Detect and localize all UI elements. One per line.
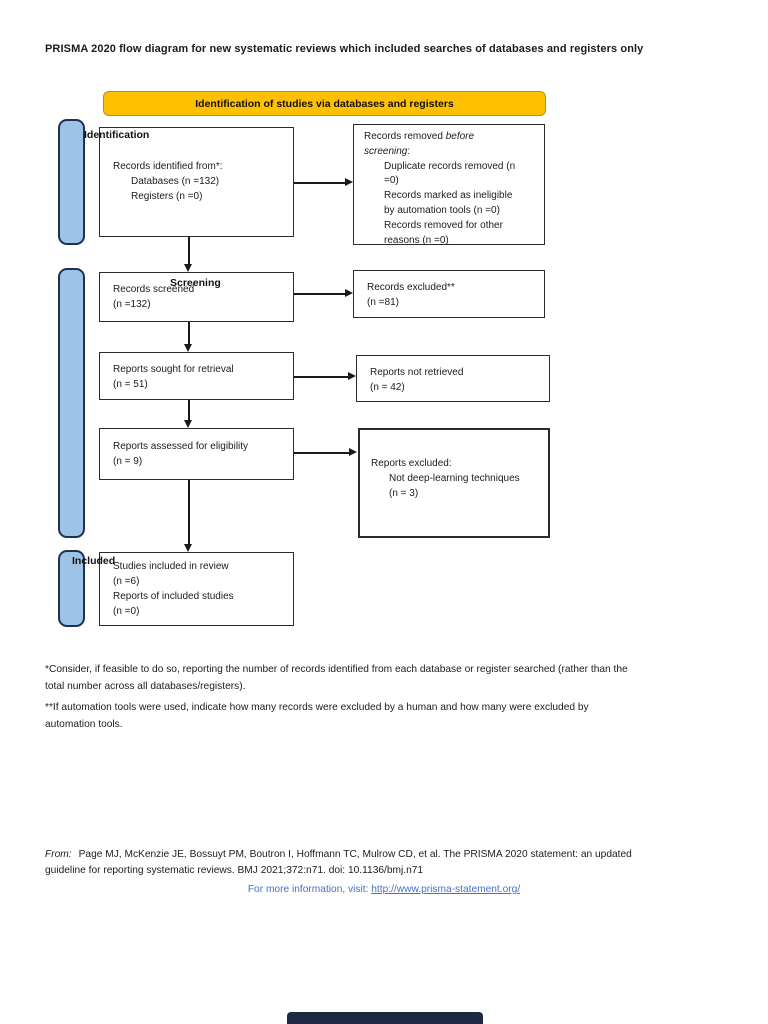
- down-arrow: [184, 480, 192, 552]
- citation: From:Page MJ, McKenzie JE, Bossuyt PM, B…: [45, 847, 735, 879]
- stage-label-included: Included: [72, 555, 116, 567]
- footnote-double-asterisk: **If automation tools were used, indicat…: [45, 700, 725, 733]
- right-arrow: [294, 178, 353, 186]
- box-studies-included: Studies included in review (n =6) Report…: [99, 552, 294, 626]
- stage-label-screening: Screening: [170, 277, 221, 289]
- box-line: Reports not retrieved: [370, 367, 464, 378]
- box-line: Not deep-learning techniques: [389, 473, 520, 484]
- stage-bar-screening: [58, 268, 85, 538]
- right-arrow: [294, 372, 356, 380]
- footnote-line: **If automation tools were used, indicat…: [45, 702, 589, 713]
- citation-line: guideline for reporting systematic revie…: [45, 865, 424, 876]
- box-records-excluded: Records excluded** (n =81): [353, 270, 545, 318]
- box-line: (n =132): [113, 299, 151, 310]
- box-line: Registers (n =0): [131, 191, 203, 202]
- box-line: Records removed for other: [384, 219, 503, 231]
- info-link-line: For more information, visit: http://www.…: [0, 884, 768, 895]
- box-line: Studies included in review: [113, 561, 229, 572]
- box-line: Reports sought for retrieval: [113, 364, 234, 375]
- info-link-prefix: For more information, visit:: [247, 884, 372, 895]
- box-line: (n =6): [113, 576, 140, 587]
- viewer-bottom-bar[interactable]: [287, 1012, 483, 1024]
- box-line: by automation tools (n =0): [384, 204, 500, 216]
- box-reports-excluded: Reports excluded: Not deep-learning tech…: [358, 428, 550, 538]
- box-line: Records identified from*:: [113, 161, 223, 172]
- box-line: Records marked as ineligible: [384, 190, 513, 202]
- page-title: PRISMA 2020 flow diagram for new systema…: [45, 43, 644, 55]
- box-reports-assessed: Reports assessed for eligibility (n = 9): [99, 428, 294, 480]
- prisma-statement-link[interactable]: http://www.prisma-statement.org/: [371, 884, 521, 895]
- footnote-asterisk: *Consider, if feasible to do so, reporti…: [45, 662, 725, 695]
- stage-bar-identification: [58, 119, 85, 245]
- box-line: (n =81): [367, 297, 399, 308]
- right-arrow: [294, 289, 353, 297]
- down-arrow: [184, 237, 192, 272]
- box-line: Reports of included studies: [113, 591, 234, 602]
- box-reports-sought: Reports sought for retrieval (n = 51): [99, 352, 294, 400]
- box-line: (n =0): [113, 606, 140, 617]
- box-line: (n = 51): [113, 379, 148, 390]
- citation-line: From:Page MJ, McKenzie JE, Bossuyt PM, B…: [45, 849, 632, 860]
- box-line: =0): [384, 175, 399, 187]
- box-reports-not-retrieved: Reports not retrieved (n = 42): [356, 355, 550, 402]
- right-arrow: [294, 448, 357, 456]
- box-line: (n = 42): [370, 382, 405, 393]
- box-line: Reports assessed for eligibility: [113, 441, 249, 452]
- stage-bar-included: [58, 550, 85, 627]
- footnote-line: total number across all databases/regist…: [45, 680, 246, 692]
- down-arrow: [184, 322, 192, 352]
- box-line: Records screened: [113, 284, 195, 295]
- box-line: screening:: [364, 145, 411, 157]
- from-label: From:: [45, 849, 72, 860]
- footnote-line: *Consider, if feasible to do so, reporti…: [45, 664, 628, 675]
- box-records-identified: Records identified from*: Databases (n =…: [99, 127, 294, 237]
- box-line: Duplicate records removed (n: [384, 160, 516, 172]
- down-arrow: [184, 400, 192, 428]
- box-records-removed: Records removed before screening: Duplic…: [353, 124, 545, 246]
- box-line: Records excluded**: [367, 282, 455, 293]
- box-line: Reports excluded:: [371, 458, 452, 469]
- box-records-screened: Records screened (n =132): [99, 272, 294, 322]
- identification-banner: Identification of studies via databases …: [103, 91, 546, 116]
- box-line: reasons (n =0): [384, 234, 449, 246]
- box-line: Records removed before: [364, 131, 475, 142]
- stage-label-identification: Identification: [84, 129, 150, 141]
- box-line: Databases (n =132): [131, 176, 220, 187]
- box-line: (n = 9): [113, 456, 143, 467]
- banner-label: Identification of studies via databases …: [195, 97, 454, 110]
- box-line: (n = 3): [389, 488, 419, 499]
- footnote-line: automation tools.: [45, 718, 123, 730]
